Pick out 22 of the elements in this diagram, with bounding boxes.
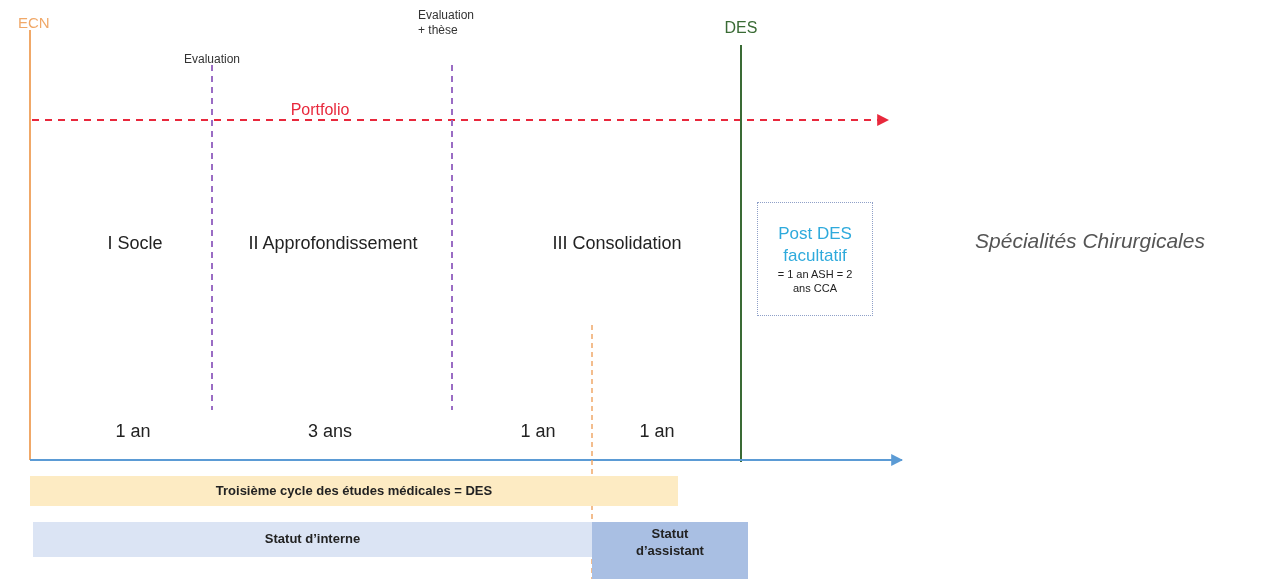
status-band — [592, 522, 748, 579]
phase-label: II Approfondissement — [247, 232, 419, 255]
duration-label: 1 an — [639, 420, 675, 443]
phase-label: III Consolidation — [551, 232, 683, 255]
duration-label: 1 an — [520, 420, 556, 443]
arrow-label: Portfolio — [290, 100, 350, 120]
band-label: Statut d’assistant — [635, 526, 705, 560]
phase-label: I Socle — [106, 232, 164, 255]
cycle-band — [30, 476, 678, 506]
duration-label: 3 ans — [308, 420, 352, 443]
marker-label: ECN — [18, 14, 50, 33]
caption-text: Spécialités Chirurgicales — [975, 228, 1205, 254]
marker-label: Evaluation + thèse — [418, 8, 476, 38]
marker-label: DES — [724, 18, 758, 38]
band-label: Troisième cycle des études médicales = DES — [215, 482, 493, 500]
info-box — [757, 202, 873, 316]
duration-label: 1 an — [115, 420, 151, 443]
band-label: Statut d’interne — [264, 531, 361, 548]
box-title: Post DES facultatif — [777, 222, 853, 267]
status-band — [33, 522, 592, 557]
box-note: = 1 an ASH = 2 ans CCA — [776, 266, 854, 296]
marker-label: Evaluation — [184, 52, 240, 67]
